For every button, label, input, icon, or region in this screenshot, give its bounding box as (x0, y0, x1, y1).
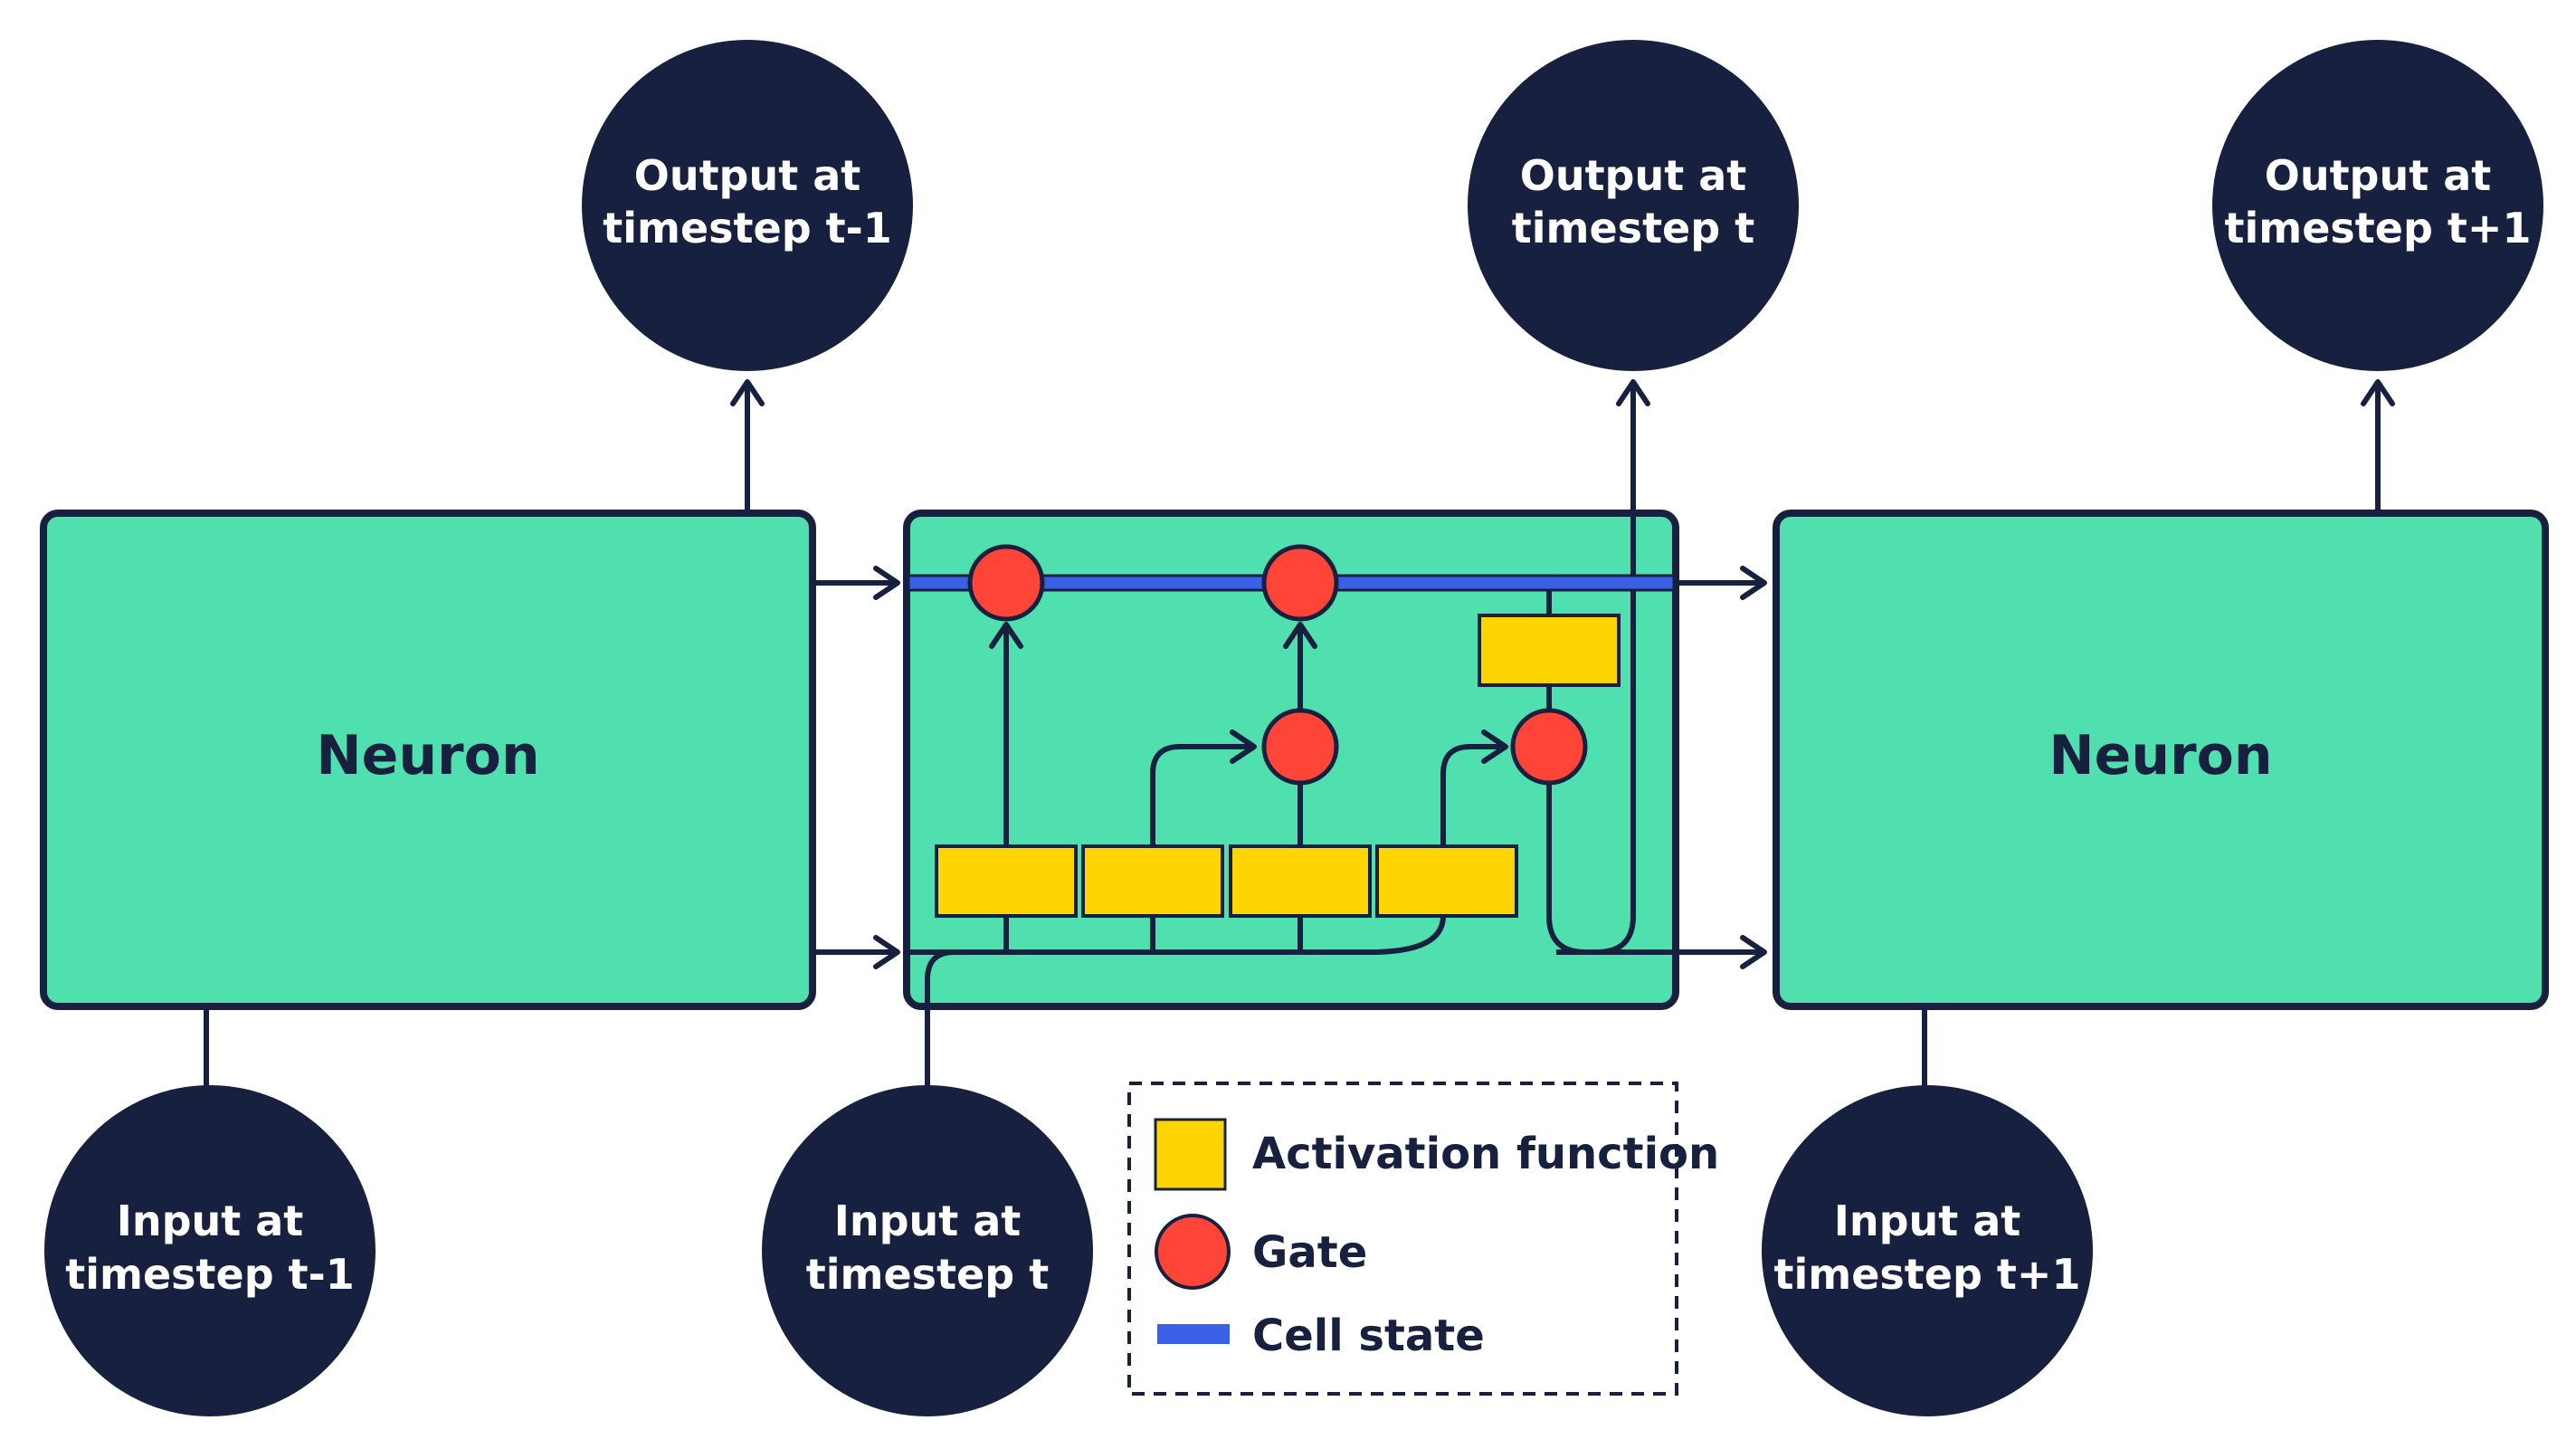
gate-mid-2-to-cell-output (1546, 379, 1650, 955)
neuron-label-left: Neuron (316, 724, 539, 787)
input-circle-next (1762, 1085, 2093, 1416)
line-input-curr-to-cell (925, 949, 955, 1091)
input-prev-line2: timestep t-1 (65, 1250, 354, 1299)
gate-forget (967, 544, 1045, 622)
output-curr-line2: timestep t (1512, 204, 1754, 253)
output-next-line1: Output at (2265, 151, 2492, 200)
activation-2-to-gate-mid-1 (1150, 729, 1257, 846)
gate-input-mid (1261, 708, 1339, 786)
output-prev-line1: Output at (634, 151, 861, 200)
gate-input (1261, 544, 1339, 622)
legend-cell-state-label: Cell state (1252, 1311, 1485, 1361)
input-circle-curr (762, 1085, 1093, 1416)
output-next-line2: timestep t+1 (2225, 204, 2532, 253)
legend-gate-swatch (1155, 1214, 1231, 1290)
input-prev-line1: Input at (117, 1196, 304, 1245)
input-next-line1: Input at (1834, 1196, 2021, 1245)
activation-box-2 (1081, 844, 1224, 918)
input-circle-prev (44, 1085, 375, 1416)
legend-activation-swatch (1154, 1118, 1227, 1191)
legend-gate-label: Gate (1252, 1227, 1367, 1278)
output-prev-line2: timestep t-1 (603, 204, 891, 253)
legend-activation-label: Activation function (1252, 1129, 1719, 1179)
neuron-label-right: Neuron (2048, 724, 2272, 787)
activation-box-1 (935, 844, 1078, 918)
bus-to-activation-4-curve (1370, 915, 1446, 955)
output-circle-prev (582, 40, 913, 371)
gate-output (1510, 708, 1588, 786)
legend-box (1127, 1082, 1678, 1396)
input-next-line2: timestep t+1 (1774, 1250, 2081, 1299)
legend-cell-state-swatch (1157, 1324, 1230, 1344)
neuron-box-right (1773, 510, 2549, 1010)
output-circle-curr (1468, 40, 1799, 371)
activation-box-tanh (1478, 614, 1621, 687)
input-curr-line2: timestep t (806, 1250, 1049, 1299)
activation-box-3 (1229, 844, 1372, 918)
output-curr-line1: Output at (1520, 151, 1747, 200)
input-curr-line1: Input at (834, 1196, 1022, 1245)
activation-box-4 (1375, 844, 1518, 918)
output-circle-next (2212, 40, 2543, 371)
activation-4-to-gate-mid-2 (1440, 729, 1508, 846)
neuron-box-left (40, 510, 816, 1010)
